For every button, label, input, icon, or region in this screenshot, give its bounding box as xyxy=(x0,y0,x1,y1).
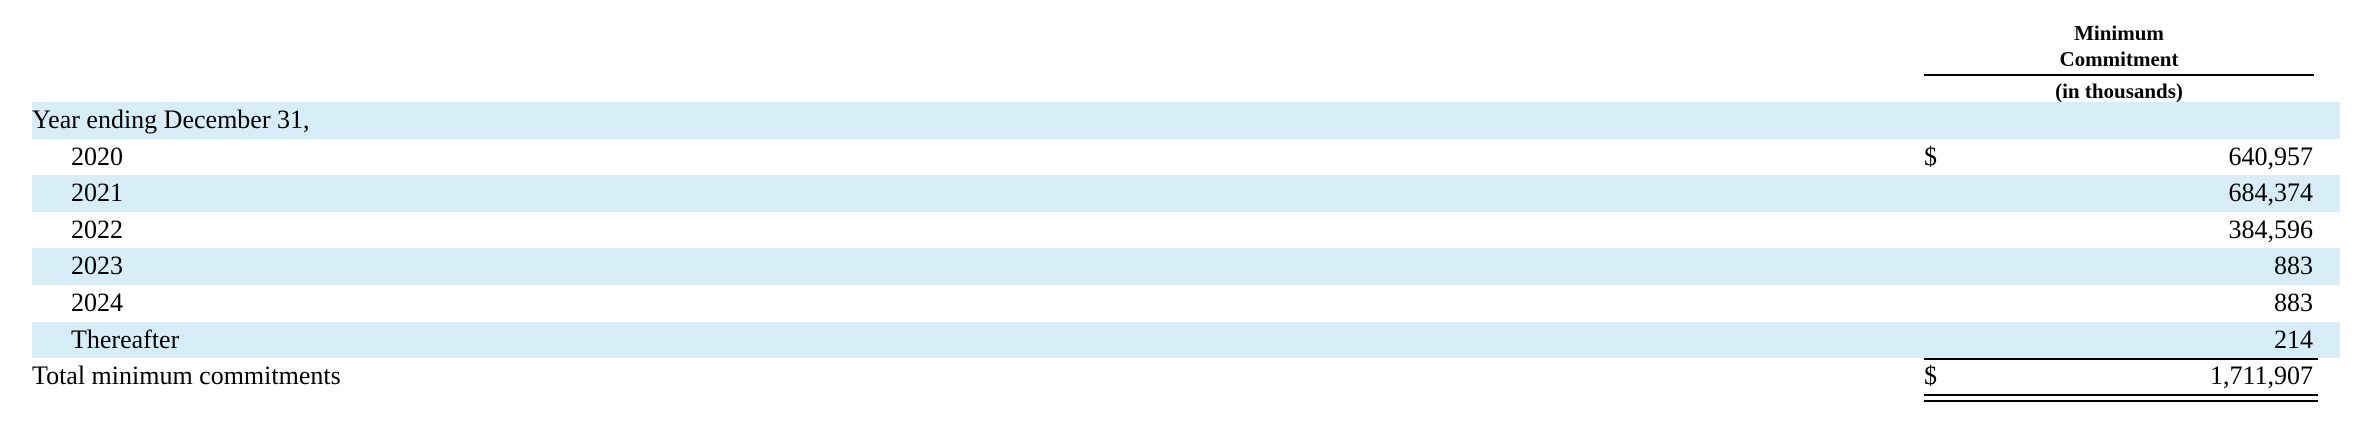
currency-symbol: $ xyxy=(1924,361,1937,391)
row-value: 640,957 xyxy=(2228,141,2314,171)
commitments-table: Year ending December 31, 2020 $ 640,957 … xyxy=(32,102,2340,403)
table-row-2023: 2023 883 xyxy=(32,248,2340,285)
row-value: 684,374 xyxy=(2228,178,2314,208)
row-value: 214 xyxy=(2274,324,2313,354)
table-row-2022: 2022 384,596 xyxy=(32,212,2340,249)
row-value: 384,596 xyxy=(2228,214,2314,244)
row-value: 883 xyxy=(2274,287,2313,317)
row-value: 883 xyxy=(2274,251,2313,281)
column-header-line2: Commitment xyxy=(1924,46,2314,76)
total-double-underline xyxy=(1924,394,2318,403)
total-value: 1,711,907 xyxy=(2209,361,2313,391)
table-row-2020: 2020 $ 640,957 xyxy=(32,139,2340,176)
column-header: Minimum Commitment (in thousands) xyxy=(1924,20,2314,104)
row-label: 2024 xyxy=(71,287,123,317)
table-row-2024: 2024 883 xyxy=(32,285,2340,322)
row-label: 2021 xyxy=(71,178,123,208)
row-label: Thereafter xyxy=(71,324,180,354)
column-header-units: (in thousands) xyxy=(2055,79,2183,103)
table-row-total: Total minimum commitments $ 1,711,907 xyxy=(32,358,2340,403)
table-row-thereafter: Thereafter 214 xyxy=(32,321,2340,359)
column-header-line1: Minimum xyxy=(2074,21,2164,45)
total-label: Total minimum commitments xyxy=(32,361,341,391)
row-label: Year ending December 31, xyxy=(32,105,310,134)
row-label: 2023 xyxy=(71,251,123,281)
table-row-2021: 2021 684,374 xyxy=(32,175,2340,212)
currency-symbol: $ xyxy=(1924,141,1937,171)
row-label: 2022 xyxy=(71,214,123,244)
row-label: 2020 xyxy=(71,141,123,171)
table-row-section-heading: Year ending December 31, xyxy=(32,102,2340,139)
total-top-rule xyxy=(1924,358,2318,394)
